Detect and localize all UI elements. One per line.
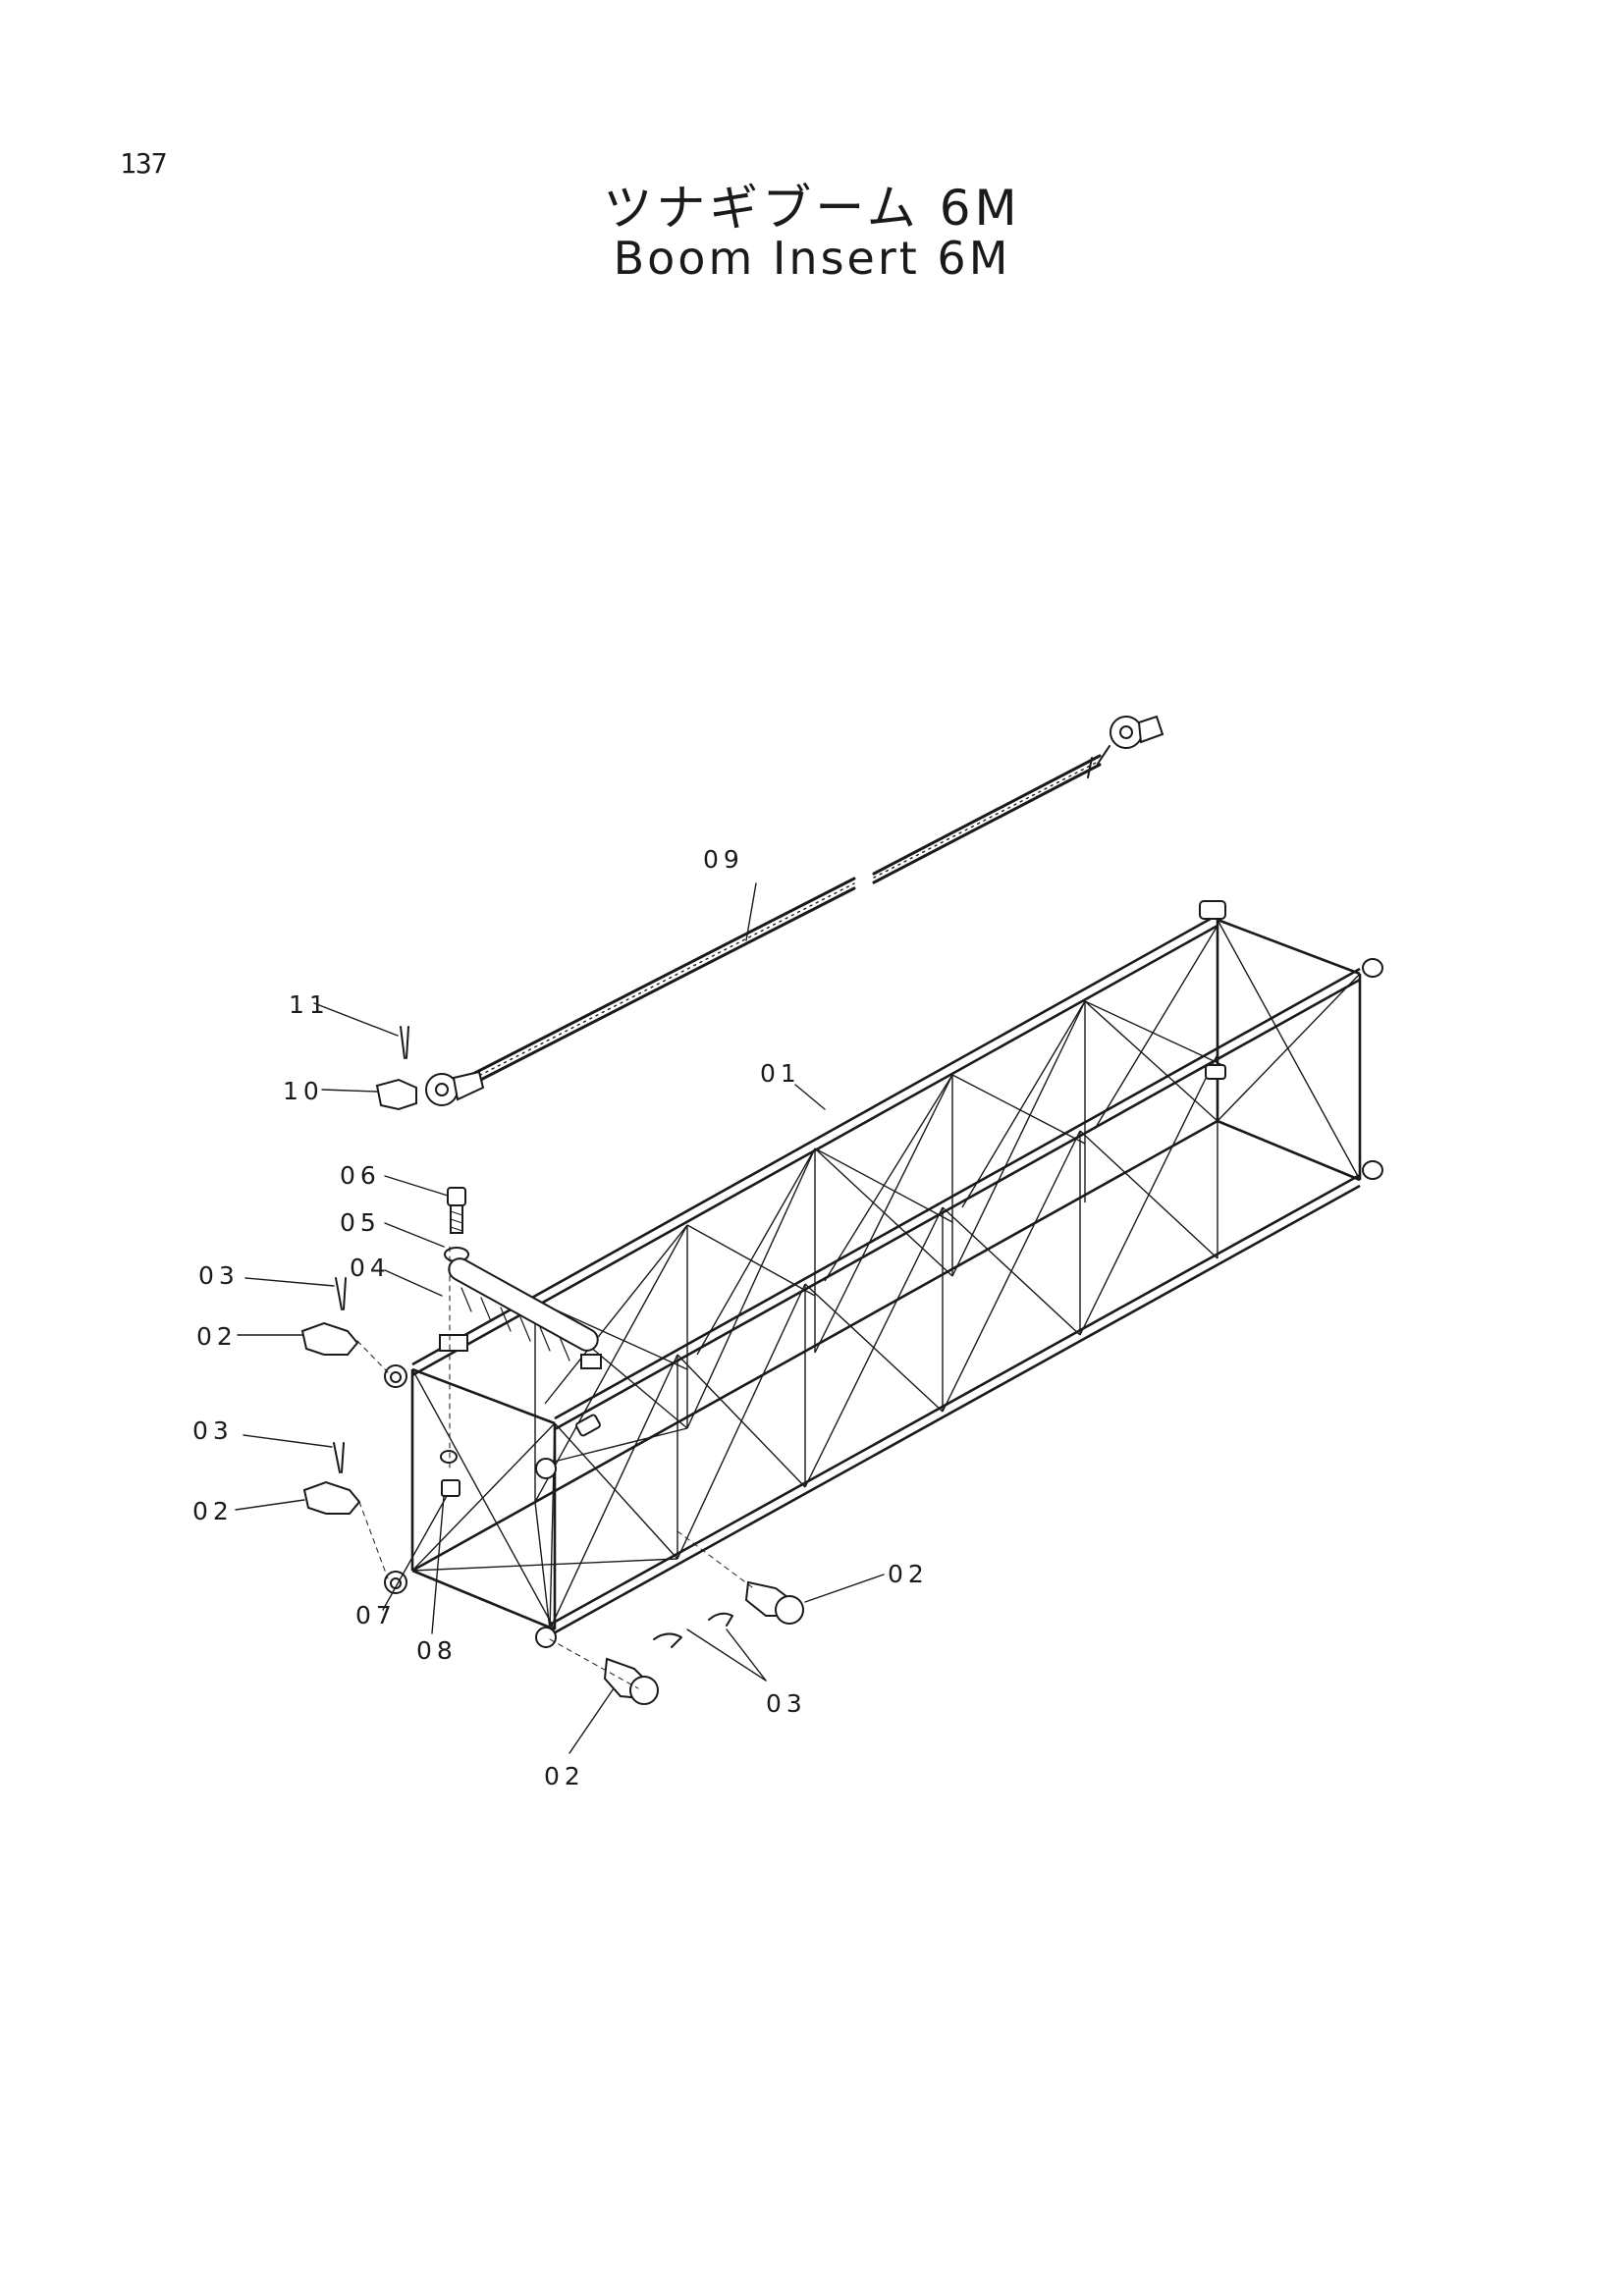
boom-pin-02a [300,1321,359,1356]
callout-06: 06 [340,1161,381,1190]
pin-10 [375,1078,417,1111]
callout-11: 11 [289,990,330,1019]
cotter-pin-03c [708,1612,733,1627]
callout-01: 01 [760,1059,801,1088]
callout-09: 09 [703,845,744,874]
callout-02-upper-left: 02 [196,1322,238,1351]
callout-08: 08 [416,1636,458,1665]
callout-03-right: 03 [766,1689,807,1718]
callout-05: 05 [340,1208,381,1237]
top-near-chord [411,913,1218,1366]
roller-bracket [439,1334,468,1352]
cotter-pin-11 [400,1026,409,1059]
washer-07 [440,1450,458,1464]
nut-08 [441,1479,460,1497]
top-far-chord [554,967,1361,1420]
callout-03-upper-left: 03 [198,1261,240,1290]
callout-02-right: 02 [888,1560,929,1588]
callout-04: 04 [350,1254,391,1282]
bottom-right-end-lug [535,1627,557,1648]
callout-02-lower-left: 02 [192,1497,234,1525]
cotter-pin-03b [333,1442,345,1473]
page-title-english: Boom Insert 6M [613,232,1011,285]
lattice-boom-section [384,900,1383,1648]
page-number: 137 [120,147,168,180]
callout-10: 10 [283,1077,324,1105]
cotter-pin-03a [335,1277,347,1310]
bottom-near-chord [549,1173,1361,1627]
callout-03-lower-left: 03 [192,1416,234,1445]
top-right-end-lug [535,1458,557,1479]
page-title-japanese: ツナギブーム 6M [603,180,1021,237]
bolt-06 [447,1187,466,1206]
callout-leaders [235,882,885,1754]
callout-07: 07 [355,1601,397,1629]
guide-roller-04 [439,1257,602,1369]
pendant-rope [425,715,1164,1106]
boom-pin-02b [302,1480,361,1515]
callout-02-bottom: 02 [544,1762,585,1790]
